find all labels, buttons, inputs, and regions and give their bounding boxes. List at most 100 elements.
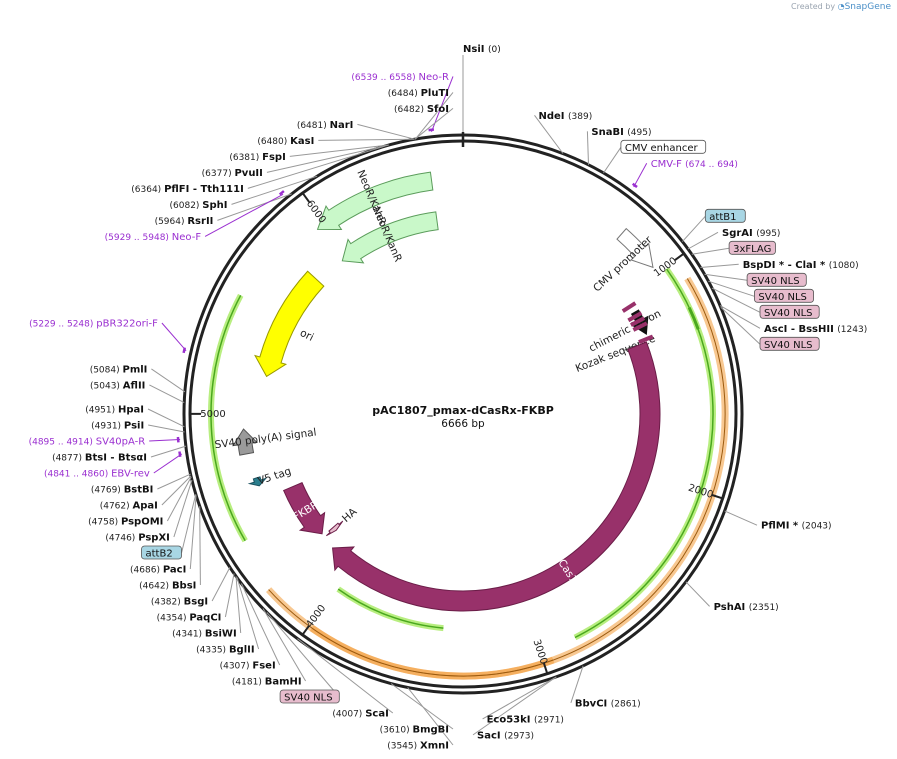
enzyme-site-ndei-0: NdeI (389) [539,111,593,122]
tick-mark-1000 [674,252,685,261]
label-line-sv40-nls [711,287,761,313]
label-text-pspomi: (4758) PspOMI [88,517,163,528]
site-box-frame-sv40-nls [279,689,340,704]
orf-layer [208,267,729,680]
site-box-frame-attb2 [141,545,182,560]
label-text-pflfi-tth111i: (6364) PflFI - Tth111I [131,184,244,195]
label-line-pshai [685,581,710,607]
site-box-frame-sv40-nls [754,288,815,303]
label-line-pluti [415,92,454,140]
site-box-sv40-nls-32: SV40 NLS [279,689,340,704]
credit-prefix: Created by [791,2,836,11]
label-text-pshai: PshAI (2351) [714,602,779,613]
enzyme-site-nari-3: (6481) NarI [297,120,354,131]
label-line-snabi [586,131,589,165]
enzyme-site-pshai-14: PshAI (2351) [714,602,779,613]
site-box-frame-sv40-nls [759,304,820,319]
enzyme-site-psii-15: (4931) PsiI [91,421,144,432]
label-line-pflmi [724,510,758,526]
enzyme-site-bsgi-26: (4382) BsgI [151,597,208,608]
enzyme-site-fsei-30: (4307) FseI [220,661,276,672]
label-text-apai: (4762) ApaI [100,501,158,512]
enzyme-site-pvuii-6: (6377) PvuII [202,168,263,179]
label-text-btsi-bts-i: (4877) BtsI - BtsαI [52,453,147,464]
primer-bar-neo-r [428,128,435,132]
label-line-sv40pa-r [149,439,181,442]
site-box-sv40-nls-9: SV40 NLS [754,288,815,303]
label-line-pmli [151,368,186,393]
label-text-aflii: (5043) AflII [90,380,145,391]
label-text-saci: SacI (2973) [477,730,534,741]
feature-rfxcas13d: RfxCas13d [332,341,661,612]
site-box-frame-sv40-nls [759,336,820,351]
enzyme-site-sgrai-5: SgrAI (995) [722,228,780,239]
label-text-eco53ki: Eco53kI (2971) [487,714,564,725]
enzyme-site-bsiwi-28: (4341) BsiWI [172,629,237,640]
label-line-eco53ki [482,676,557,720]
label-text-hpai: (4951) HpaI [85,405,144,416]
primer-sv40pa-r-16: (4895 .. 4914) SV40pA-R [29,437,146,448]
label-text-cmv-f: CMV-F (674 .. 694) [651,159,738,170]
label-text-psii: (4931) PsiI [91,421,144,432]
label-line-fsei [240,583,281,666]
enzyme-site-bamhi-31: (4181) BamHI [232,677,302,688]
label-text-sfoi: (6482) SfoI [394,104,449,115]
label-line-bsgi [211,567,231,602]
enzyme-site-pmli-12: (5084) PmlI [90,364,148,375]
feature-label-ori: ori [298,327,316,344]
credit-brand: SnapGene [844,2,891,12]
enzyme-site-saci-17: SacI (2973) [477,730,534,741]
label-line-ndei [534,115,564,154]
feature-label-ha: HA [340,505,360,525]
label-line-neo-f [204,193,284,237]
site-marker-4 [638,334,654,344]
label-text-sv40-nls: SV40 NLS [758,292,807,303]
enzyme-site-nsii-top: NsiI (0) [463,44,501,55]
label-text-bspdi-clai: BspDI * - ClaI * (1080) [743,260,859,271]
primer-pbr322ori-f-11: (5229 .. 5248) pBR322ori-F [29,319,158,330]
enzyme-site-pspomi-21: (4758) PspOMI [88,517,163,528]
feature-label-sv40-poly-a-signal: SV40 poly(A) signal [214,427,317,452]
feature-arrow-ori [254,270,325,378]
label-text-cmv-enhancer: CMV enhancer [625,143,699,154]
label-line-cmv-enhancer [603,147,622,174]
label-text-pbr322ori-f: (5229 .. 5248) pBR322ori-F [29,319,158,330]
tick-label-5000: 5000 [200,409,225,420]
label-text-fspi: (6381) FspI [229,152,285,163]
label-line-paci [189,495,197,570]
primer-neo-r-0: (6539 .. 6558) Neo-R [351,72,449,83]
feature-arrow-v5-tag [247,476,268,487]
label-line-xmni [407,687,454,746]
orf-green-inner-line [337,588,444,629]
label-text-bbvci: BbvCI (2861) [575,698,641,709]
label-line-fspi [289,144,389,157]
enzyme-site-pluti-1: (6484) PluTI [388,88,449,99]
label-line-bamhi [262,608,307,682]
site-box-3xflag-6: 3xFLAG [728,240,776,255]
site-marker-0 [621,301,637,313]
feature-ori: ori [254,270,325,378]
label-text-sgrai: SgrAI (995) [722,228,780,239]
label-text-xmni: (3545) XmnI [387,741,449,752]
label-line-sv40-nls [266,612,340,698]
label-text-nari: (6481) NarI [297,120,354,131]
label-text-sv40-nls: SV40 NLS [751,276,800,287]
site-marker-3 [632,321,648,332]
label-text-bsiwi: (4341) BsiWI [172,629,237,640]
plasmid-length: 6666 bp [441,418,485,430]
enzyme-site-aflii-13: (5043) AflII [90,380,145,391]
label-text-paqci: (4354) PaqCI [157,613,222,624]
label-text-rsrii: (5964) RsrII [155,216,214,227]
label-line-psii [148,424,185,433]
label-text-fsei: (4307) FseI [220,661,276,672]
label-line-aflii [149,384,185,404]
tick-label-1000: 1000 [652,256,679,280]
snapgene-logo-icon: ◔ [837,2,845,11]
feature-arrow-neor-kanr [316,171,434,230]
enzyme-site-sphi-8: (6082) SphI [170,200,228,211]
label-line-pvuii [266,144,389,173]
label-line-pspomi [166,476,192,522]
enzyme-site-scai-33: (4007) ScaI [332,709,388,720]
label-text-neo-r: (6539 .. 6558) Neo-R [351,72,449,83]
